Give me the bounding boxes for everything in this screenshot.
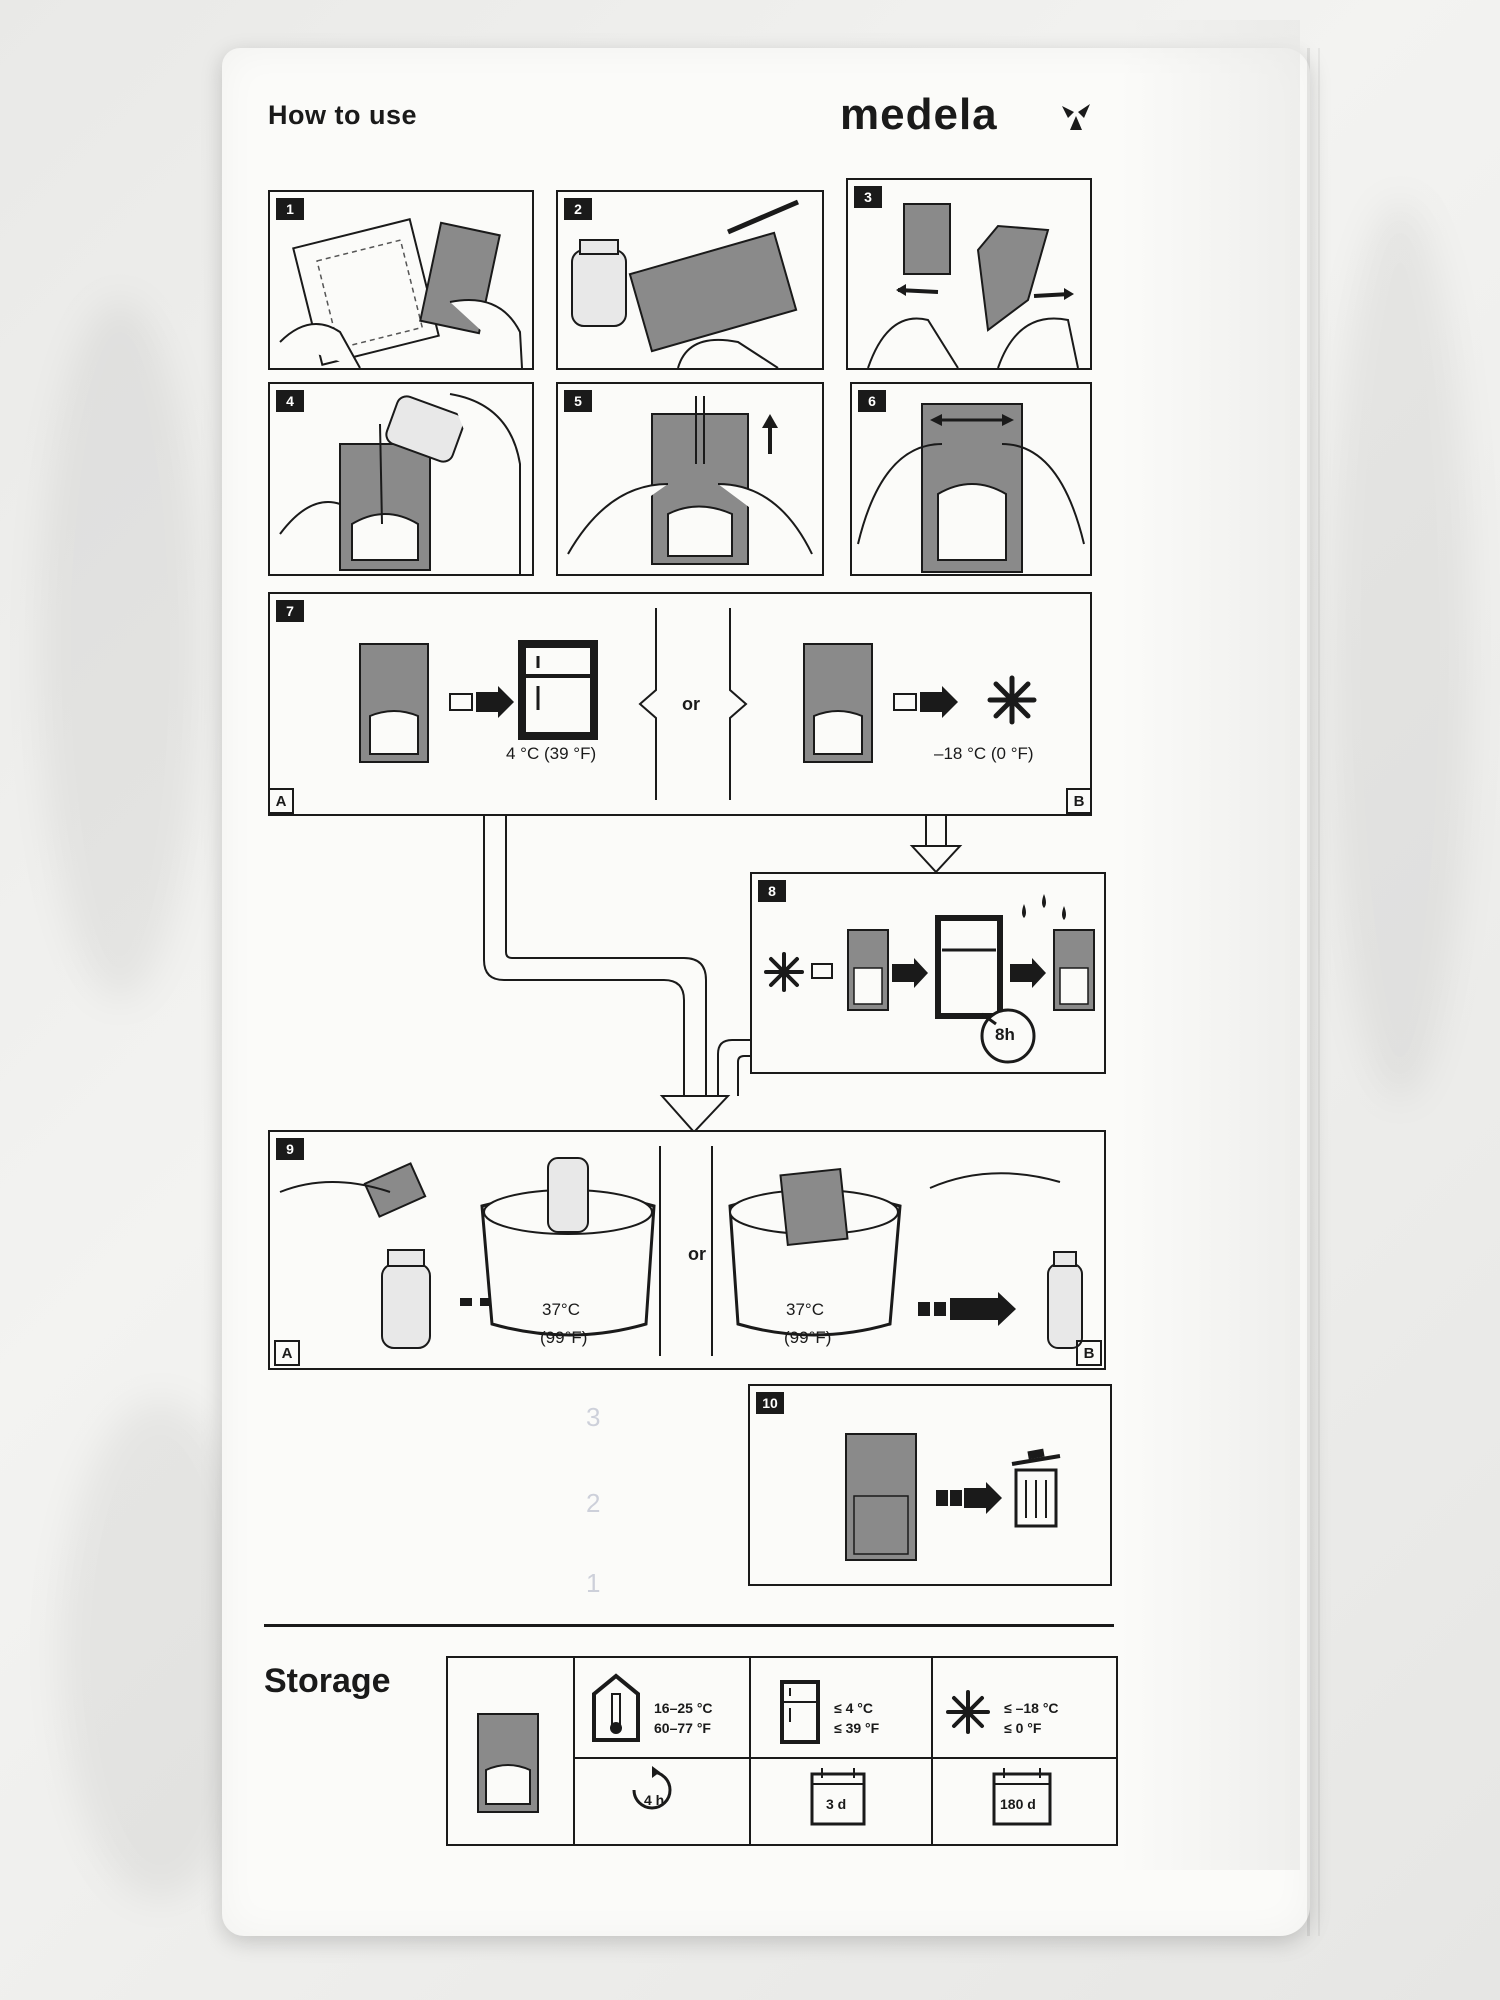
temp-b-f-label: (99°F) xyxy=(784,1328,832,1347)
step-number: 10 xyxy=(756,1392,784,1414)
freezer-temperature-label: –18 °C (0 °F) xyxy=(934,744,1034,763)
fridge-temperature-label: 4 °C (39 °F) xyxy=(506,744,597,763)
step-number: 9 xyxy=(276,1138,304,1160)
snowflake-icon xyxy=(946,1690,990,1734)
calendar-icon xyxy=(810,1768,866,1826)
step-number: 7 xyxy=(276,600,304,622)
step-1-panel: 1 xyxy=(268,190,534,370)
tear-open-illustration xyxy=(867,203,1079,368)
or-label: or xyxy=(682,694,700,714)
corner-b-label: B xyxy=(1076,1340,1102,1366)
temp-b-label: 37°C xyxy=(786,1300,824,1319)
warm-milk-illustration xyxy=(279,1146,1083,1356)
fridge-temp-c: ≤ 4 °C xyxy=(834,1700,873,1716)
cloth-fold xyxy=(40,300,200,1000)
ghost-scale: 1 xyxy=(586,1568,601,1598)
step-7-panel: 7 4 °C (39 °F) or –18 °C (0 °F) A B xyxy=(268,592,1092,816)
room-temp-c: 16–25 °C xyxy=(654,1700,713,1716)
temp-a-f-label: (99°F) xyxy=(540,1328,588,1347)
freezer-temp-f: ≤ 0 °F xyxy=(1004,1720,1042,1736)
discard-illustration xyxy=(845,1433,1061,1561)
thaw-illustration xyxy=(764,894,1095,1064)
step-number: 2 xyxy=(564,198,592,220)
storage-icons xyxy=(477,1658,1116,1844)
corner-b-label: B xyxy=(1066,788,1092,814)
step-number: 8 xyxy=(758,880,786,902)
thaw-time-label: 8h xyxy=(995,1025,1015,1044)
step-number: 1 xyxy=(276,198,304,220)
snowflake-icon xyxy=(764,952,804,992)
store-options-illustration xyxy=(359,608,1037,800)
brand-logo-text: medela xyxy=(840,90,998,139)
step-6-panel: 6 xyxy=(850,382,1092,576)
step-5-panel: 5 xyxy=(556,382,824,576)
open-package-illustration xyxy=(279,218,523,368)
storage-table: 16–25 °C 60–77 °F 4 h ≤ 4 °C ≤ 39 °F 3 d… xyxy=(446,1656,1118,1846)
freezer-temp-c: ≤ –18 °C xyxy=(1004,1700,1059,1716)
step-number: 6 xyxy=(858,390,886,412)
label-bag-illustration xyxy=(571,199,799,368)
page-title: How to use xyxy=(268,100,418,130)
corner-a-label: A xyxy=(268,788,294,814)
step-2-panel: 2 xyxy=(556,190,824,370)
fridge-time: 3 d xyxy=(826,1796,847,1812)
step-4-panel: 4 xyxy=(268,382,534,576)
remove-air-illustration xyxy=(857,403,1085,573)
room-time: 4 h xyxy=(644,1792,665,1808)
corner-a-label: A xyxy=(274,1340,300,1366)
pour-milk-illustration xyxy=(279,393,521,574)
step-number: 3 xyxy=(854,186,882,208)
snowflake-icon xyxy=(987,675,1037,725)
medela-logo-icon xyxy=(1062,104,1090,130)
ghost-scale: 2 xyxy=(586,1488,601,1518)
step-8-panel: 8 8h xyxy=(750,872,1106,1074)
step-number: 4 xyxy=(276,390,304,412)
room-temperature-icon xyxy=(592,1673,640,1742)
fridge-temp-f: ≤ 39 °F xyxy=(834,1720,880,1736)
timer-icon xyxy=(632,1770,672,1810)
step-3-panel: 3 xyxy=(846,178,1092,370)
room-temp-f: 60–77 °F xyxy=(654,1720,711,1736)
zip-seal-line xyxy=(1318,48,1320,1936)
bag-transparent-edge xyxy=(1120,20,1300,1870)
or-label: or xyxy=(688,1244,706,1264)
cloth-fold xyxy=(1330,200,1470,1100)
step-10-panel: 10 xyxy=(748,1384,1112,1586)
storage-divider xyxy=(264,1624,1114,1627)
step-9-panel: 9 37°C (99°F) or 37°C (99°F) A B xyxy=(268,1130,1106,1370)
zip-seal xyxy=(1307,48,1310,1936)
step-number: 5 xyxy=(564,390,592,412)
fridge-icon xyxy=(780,1680,820,1744)
freezer-time: 180 d xyxy=(1000,1796,1036,1812)
trash-icon xyxy=(1011,1448,1061,1528)
storage-title: Storage xyxy=(264,1662,391,1700)
ghost-scale: 3 xyxy=(586,1402,601,1432)
calendar-icon xyxy=(992,1768,1052,1826)
seal-zip-illustration xyxy=(567,396,813,565)
temp-a-label: 37°C xyxy=(542,1300,580,1319)
